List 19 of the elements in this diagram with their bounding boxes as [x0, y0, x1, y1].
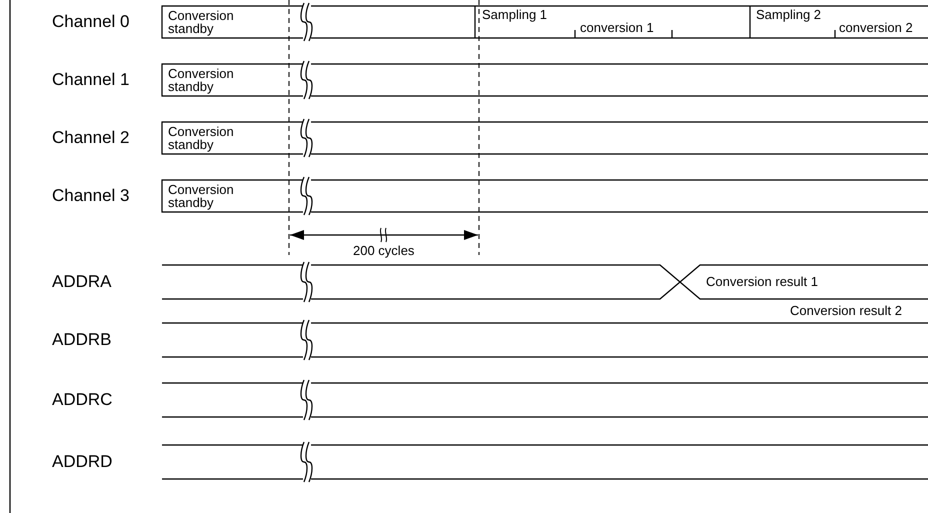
state-label: Conversion standby — [168, 66, 235, 94]
signal-name: ADDRA — [52, 273, 112, 291]
signal-name: ADDRD — [52, 453, 112, 471]
dimension-label: 200 cycles — [353, 244, 414, 258]
state-label: Conversion standby — [168, 182, 235, 210]
signal-name: Channel 3 — [52, 187, 130, 205]
state-label: Conversion standby — [168, 8, 235, 36]
state-label: Sampling 2 — [756, 8, 822, 22]
state-label: Sampling 1 — [482, 8, 548, 22]
state-label: conversion 1 — [580, 21, 654, 35]
data-label: Conversion result 2 — [790, 304, 902, 318]
signal-name: Channel 1 — [52, 71, 130, 89]
data-label: Conversion result 1 — [706, 275, 818, 289]
state-label: Conversion standby — [168, 124, 235, 152]
signal-name: Channel 0 — [52, 13, 130, 31]
signal-name: Channel 2 — [52, 129, 130, 147]
signal-name: ADDRB — [52, 331, 112, 349]
state-label: conversion 2 — [839, 21, 913, 35]
signal-name: ADDRC — [52, 391, 112, 409]
